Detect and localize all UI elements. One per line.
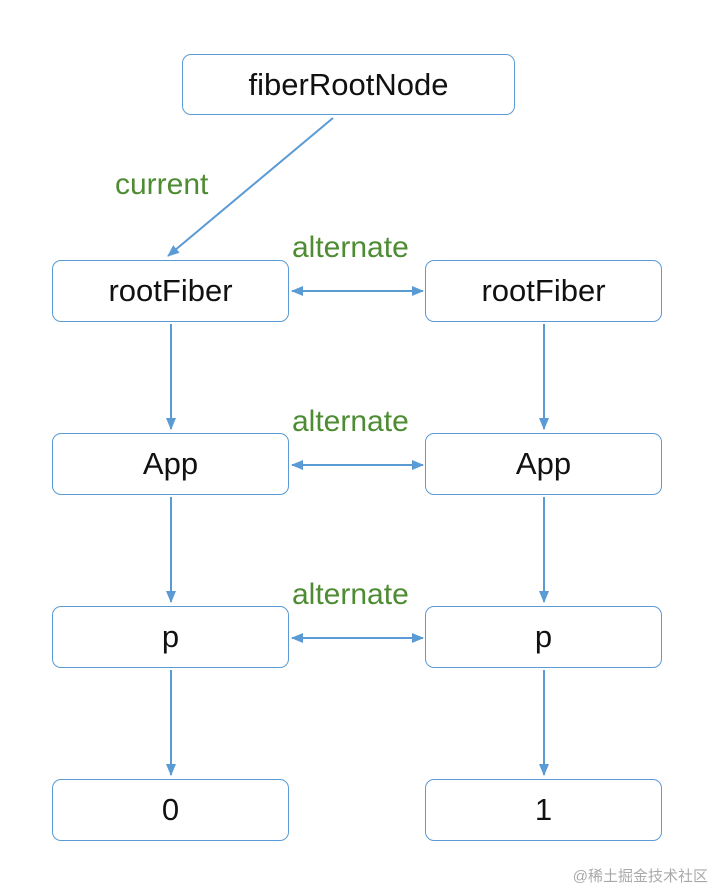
wip-app-node: App	[425, 433, 662, 495]
current-p-node: p	[52, 606, 289, 668]
alternate-edge-label-app: alternate	[292, 405, 409, 438]
wip-p-node: p	[425, 606, 662, 668]
alternate-edge-label-p: alternate	[292, 578, 409, 611]
current-root-fiber-node: rootFiber	[52, 260, 289, 322]
current-app-node: App	[52, 433, 289, 495]
wip-root-fiber-node: rootFiber	[425, 260, 662, 322]
alternate-edge-label-rootfiber: alternate	[292, 231, 409, 264]
fiber-root-node: fiberRootNode	[182, 54, 515, 115]
current-pointer-arrow	[167, 117, 334, 257]
wip-text-node: 1	[425, 779, 662, 841]
current-edge-label: current	[115, 168, 209, 201]
watermark-text: @稀土掘金技术社区	[572, 868, 708, 885]
current-text-node: 0	[52, 779, 289, 841]
